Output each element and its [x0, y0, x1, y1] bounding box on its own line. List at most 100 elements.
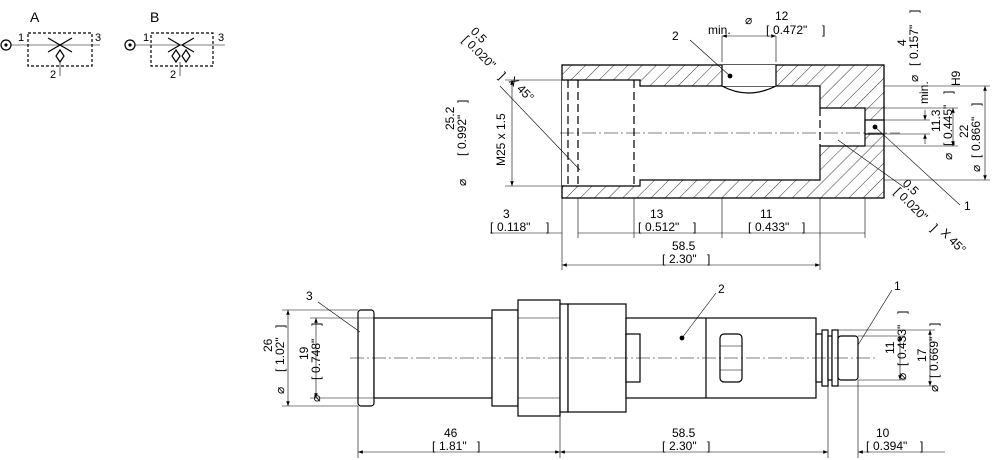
- symbol-b-port-1: 1: [143, 32, 149, 44]
- cross-hole: [721, 85, 777, 94]
- callout-2-leader: [689, 39, 731, 77]
- dim-min12-inch-open: [: [766, 23, 770, 37]
- dim-19-inch-close: ]: [309, 323, 323, 326]
- dim-17-inch-close: ]: [927, 323, 941, 326]
- dim-4-fit: H9: [949, 70, 963, 86]
- dim-v585-value: 58.5: [672, 426, 696, 440]
- dim-v11-inch: 0.433": [895, 325, 909, 359]
- callout-2: 2: [672, 29, 679, 43]
- callout-1: 1: [964, 199, 971, 213]
- dim-585-inch-open: [: [662, 252, 666, 266]
- chamfer-top-angle: X 45°: [506, 74, 537, 105]
- symbol-a-port-2: 2: [50, 69, 56, 81]
- dim-113-inch: 0.445": [941, 105, 955, 139]
- dim-46-value: 46: [444, 426, 458, 440]
- dim-17-inch: 0.669": [927, 337, 941, 371]
- dim-252-inch-close: ]: [455, 100, 469, 103]
- valve-callout-1-leader: [857, 289, 893, 346]
- dim-26-inch-open: [: [273, 368, 287, 372]
- dim-11-inch: 0.433": [755, 220, 789, 234]
- dim-10-inch-open: [: [866, 439, 870, 453]
- dim-min12-value: 12: [775, 9, 789, 23]
- dim-4-dia-icon: ⌀: [907, 75, 921, 82]
- dim-26-dia-icon: ⌀: [273, 387, 287, 394]
- dim-26-value: 26: [261, 338, 275, 352]
- valve-callout-3: 3: [306, 289, 313, 303]
- dim-v11-inch-close: ]: [895, 311, 909, 314]
- dim-v11-inch-open: [: [895, 362, 909, 366]
- symbol-a-port-1-dot-icon: [4, 43, 8, 47]
- dim-v585-inch: 2.30": [669, 439, 697, 453]
- valve-callout-1: 1: [894, 279, 901, 293]
- dim-17-value: 17: [915, 348, 929, 362]
- symbol-b-housing: [150, 32, 214, 67]
- dim-252-inch-open: [: [455, 152, 469, 156]
- dim-13-inch: 0.512": [645, 220, 679, 234]
- symbol-b-check-icon: [167, 37, 182, 53]
- symbol-a-valve-icon: [55, 48, 65, 64]
- dim-min12-inch-close: ]: [822, 23, 825, 37]
- dim-4-inch-open: [: [907, 62, 921, 66]
- dim-585-inch: 2.30": [669, 252, 697, 266]
- dim-19-inch-open: [: [309, 376, 323, 380]
- dim-3-inch-open: [: [490, 220, 494, 234]
- dim-thread: M25 x 1.5: [494, 113, 508, 166]
- dim-22-value: 22: [957, 124, 971, 138]
- symbol-b-valve-icon: [171, 48, 181, 64]
- dim-46-inch-open: [: [432, 439, 436, 453]
- dim-10-value: 10: [876, 426, 890, 440]
- symbol-a-port-3: 3: [95, 32, 101, 44]
- dim-252-dia-icon: ⌀: [455, 179, 469, 186]
- dim-113-inch-close: ]: [941, 91, 955, 94]
- dim-11-value: 11: [760, 207, 773, 221]
- cross-hole-gap: [722, 65, 776, 86]
- dim-46-inch-close: ]: [477, 439, 480, 453]
- dim-17-dia-icon: ⌀: [927, 385, 941, 392]
- symbol-b-label: B: [150, 9, 159, 25]
- symbol-b: B 1 3 2: [124, 9, 225, 81]
- dim-10-inch: 0.394": [873, 439, 907, 453]
- dim-v11-dia-icon: ⌀: [895, 373, 909, 380]
- chamfer-bot-angle: X 45°: [938, 226, 969, 257]
- symbol-a-label: A: [30, 9, 40, 25]
- symbol-b-port-1-dot-icon: [128, 43, 132, 47]
- cavity-bore: [562, 80, 865, 186]
- dim-113-dia-icon: ⌀: [941, 153, 955, 160]
- symbol-b-port-2: 2: [170, 69, 176, 81]
- callout-1-leader: [874, 126, 961, 206]
- dim-11-inch-close: ]: [802, 220, 805, 234]
- dim-min12-prefix: min.: [708, 23, 731, 37]
- dim-19-value: 19: [297, 346, 311, 360]
- dim-113-prefix: min.: [917, 81, 931, 104]
- dim-252-inch: 0.992": [455, 115, 469, 149]
- dim-13-inch-close: ]: [693, 220, 696, 234]
- dim-22-dia-icon: ⌀: [969, 165, 983, 172]
- dim-13-inch-open: [: [638, 220, 642, 234]
- dim-113-value: 11.3: [929, 109, 943, 132]
- chamfer-bot-leader: [837, 139, 906, 189]
- valve-callout-2: 2: [718, 282, 725, 296]
- dim-26-inch-text: 1.02": [273, 337, 287, 365]
- dim-3-inch-close: ]: [546, 220, 549, 234]
- valve-callout-2-leader: [681, 292, 717, 339]
- dim-22-inch-close: ]: [969, 103, 983, 106]
- dim-585-inch-close: ]: [707, 252, 710, 266]
- dim-46-inch: 1.81": [439, 439, 467, 453]
- symbol-a-check-icon-2: [58, 37, 73, 53]
- symbol-b-port-3: 3: [218, 32, 224, 44]
- dim-min12-inch: 0.472": [773, 23, 807, 37]
- valve-view: 3 2 1 ⌀ [ 3 1.02" ] 26 ⌀ [ 0.748" ] 19: [261, 279, 945, 458]
- dim-4-inch-close: ]: [907, 10, 921, 13]
- dim-19-dia-icon: ⌀: [309, 395, 323, 402]
- dim-v11-value: 11: [883, 341, 897, 354]
- dim-22-inch-open: [: [969, 154, 983, 158]
- dim-17-inch-open: [: [927, 374, 941, 378]
- dim-22-inch: 0.866": [969, 117, 983, 151]
- dim-v585-inch-close: ]: [707, 439, 710, 453]
- dim-min12-dia-icon: ⌀: [745, 13, 752, 27]
- dim-11-inch-open: [: [748, 220, 752, 234]
- dim-113-inch-open: [: [941, 142, 955, 146]
- dim-252-value: 25.2: [443, 106, 457, 130]
- dim-585-value: 58.5: [672, 239, 696, 253]
